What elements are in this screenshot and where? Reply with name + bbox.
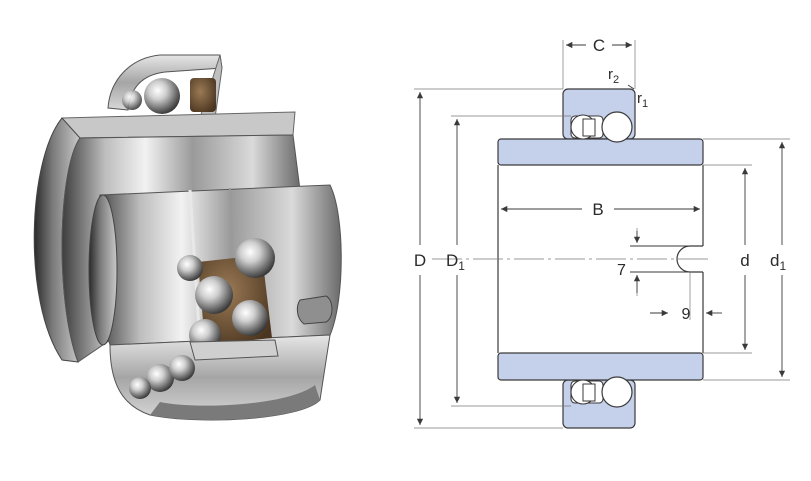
- dimension-lines: [416, 41, 786, 425]
- rolling-elements-bottom: [570, 376, 633, 408]
- label-d-outer: D: [414, 251, 426, 270]
- label-d1: d1: [770, 251, 786, 273]
- ball: [177, 255, 203, 281]
- cage-top: [190, 78, 216, 112]
- rolling-elements-top: [570, 111, 633, 143]
- label-seven: 7: [617, 262, 626, 279]
- dimension-labels: C r2 r1 B D D1 d d1 7 9: [414, 36, 787, 323]
- label-d1-outer: D1: [446, 251, 465, 273]
- ball: [169, 355, 195, 381]
- label-r2: r2: [608, 66, 619, 86]
- label-c: C: [593, 36, 605, 55]
- ball-top: [144, 78, 180, 114]
- label-d-bore: d: [740, 251, 749, 270]
- technical-drawing: C r2 r1 B D D1 d d1 7 9: [414, 36, 790, 429]
- label-r1: r1: [637, 90, 648, 110]
- ball: [129, 377, 151, 399]
- inner-ring-bottom: [497, 352, 704, 381]
- label-b: B: [592, 200, 603, 219]
- bearing-3d-illustration: [33, 54, 342, 421]
- locking-slot: [296, 295, 333, 325]
- ball: [232, 300, 268, 336]
- label-nine: 9: [682, 306, 691, 323]
- ball: [195, 276, 233, 314]
- inner-ring-top: [497, 138, 704, 166]
- ball: [235, 238, 275, 278]
- ball: [146, 364, 174, 392]
